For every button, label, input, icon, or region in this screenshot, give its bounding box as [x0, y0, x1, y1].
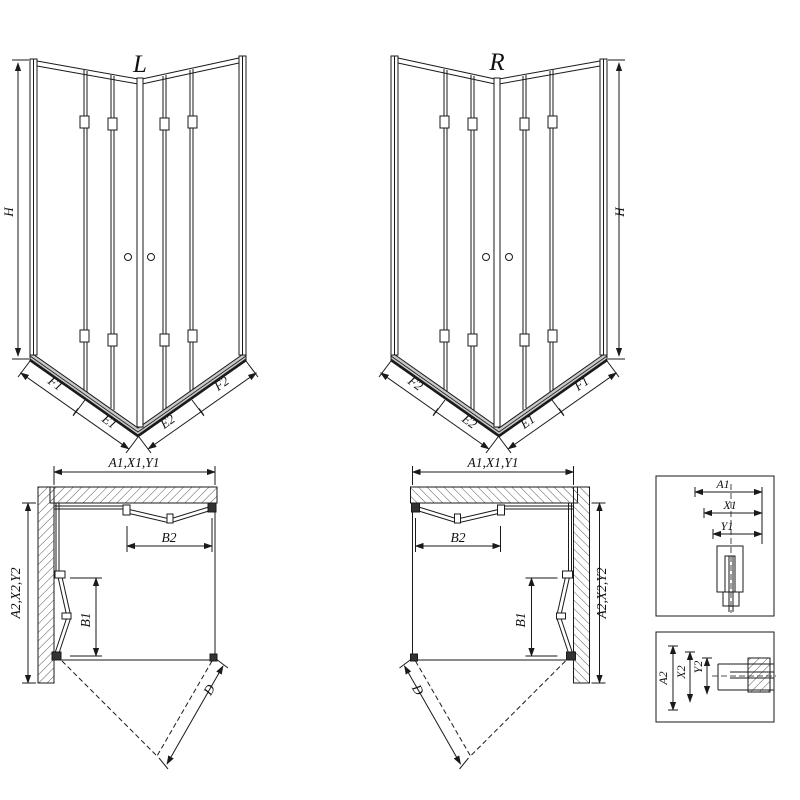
plan-depth-dim-label-right: A2,X2,Y2: [594, 567, 609, 619]
plan-b2-dim-label-right: B2: [451, 530, 466, 545]
view-title-left: L: [132, 51, 147, 78]
dim-label-e1-right: E1: [516, 411, 537, 432]
detail-x2-label: X2: [674, 665, 688, 679]
plan-diagonal-dim-label-left: D: [200, 682, 218, 699]
plan-b1-dim-label-right: B1: [513, 613, 528, 628]
plan-b2-dim-label-left: B2: [162, 530, 177, 545]
perspective-view-left-structure: [12, 55, 259, 454]
plan-width-dim-label-right: A1,X1,Y1: [466, 455, 518, 470]
detail-y1-label: Y1: [721, 519, 734, 533]
plan-b1-dim-label-left: B1: [78, 613, 93, 628]
dim-label-e1-left: E1: [99, 410, 120, 431]
door-knob-icon: [147, 253, 155, 261]
detail-y2-label: Y2: [691, 661, 705, 674]
plan-view-left-structure: [22, 466, 229, 770]
plan-depth-dim-label-left: A2,X2,Y2: [8, 567, 23, 619]
dim-label-f1-left: F1: [45, 372, 66, 393]
detail-a1-label: A1: [715, 477, 729, 491]
detail-a2-label: A2: [656, 671, 670, 685]
plan-width-dim-label-left: A1,X1,Y1: [107, 455, 159, 470]
dim-label-height-left: H: [1, 207, 16, 218]
view-title-right: R: [488, 49, 504, 76]
plan-view-right-structure: [400, 466, 606, 769]
perspective-view-right-structure: [379, 56, 625, 453]
plan-diagonal-dim-label-right: D: [408, 681, 426, 698]
dim-label-f1-right: F1: [570, 373, 591, 394]
dim-label-height-right: H: [612, 207, 627, 218]
detail-box-top: [655, 475, 775, 617]
door-knob-icon: [124, 253, 132, 261]
detail-box-bottom: [655, 631, 776, 723]
detail-x1-label: X1: [722, 498, 736, 512]
